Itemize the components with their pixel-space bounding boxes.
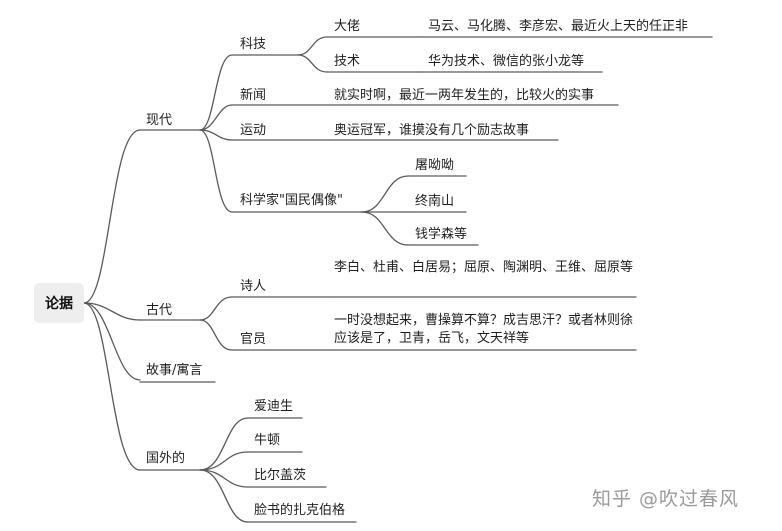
- edge-root-stories: [83, 302, 141, 381]
- edge-root-modern: [83, 129, 141, 304]
- edge-tech-bigshots: [297, 36, 328, 56]
- edge-root-ancient: [83, 302, 141, 321]
- edge-sci-3: [361, 211, 409, 246]
- zhihu-watermark: 知乎 @吹过春风: [592, 488, 740, 510]
- node-news[interactable]: 新闻: [240, 88, 267, 103]
- node-foreign-3[interactable]: 比尔盖茨: [254, 468, 307, 483]
- node-poets-detail[interactable]: 李白、杜甫、白居易；屈原、陶渊明、王维、屈原等: [334, 260, 634, 275]
- branch-modern[interactable]: 现代: [146, 113, 173, 128]
- edge-foreign-3: [199, 469, 249, 488]
- node-foreign-2[interactable]: 牛顿: [254, 433, 281, 448]
- edge-modern-sports: [199, 129, 233, 141]
- node-bigshots[interactable]: 大佬: [334, 19, 361, 34]
- node-foreign-1[interactable]: 爱迪生: [254, 399, 294, 414]
- edge-modern-news: [199, 104, 233, 131]
- edge-modern-scientists: [199, 129, 233, 213]
- edge-ancient-poets: [199, 296, 233, 321]
- node-news-detail[interactable]: 就实时啊，最近一两年发生的，比较火的实事: [334, 88, 595, 103]
- branch-foreign[interactable]: 国外的: [146, 451, 186, 466]
- node-sports[interactable]: 运动: [240, 123, 267, 138]
- node-scientist-3[interactable]: 钱学森等: [415, 227, 468, 242]
- edge-tech-technology: [297, 54, 328, 73]
- branch-ancient[interactable]: 古代: [146, 303, 173, 318]
- node-scientist-2[interactable]: 终南山: [415, 194, 455, 209]
- edge-foreign-4: [199, 469, 249, 523]
- node-technology-detail[interactable]: 华为技术、微信的张小龙等: [428, 54, 585, 69]
- edge-foreign-2: [199, 451, 249, 471]
- edge-ancient-officials: [199, 319, 233, 351]
- node-officials-detail[interactable]: 一时没想起来，曹操算不算？成吉思汗？或者林则徐应该是了，卫青，岳飞，文天祥等: [334, 313, 634, 346]
- branch-stories[interactable]: 故事/寓言: [146, 363, 203, 378]
- root-node[interactable]: 论据: [34, 283, 84, 323]
- node-foreign-4[interactable]: 脸书的扎克伯格: [254, 503, 346, 518]
- node-scientist-1[interactable]: 屠呦呦: [415, 158, 455, 173]
- node-tech[interactable]: 科技: [240, 37, 267, 52]
- node-sports-detail[interactable]: 奥运冠军，谁摸没有几个励志故事: [334, 123, 530, 138]
- edge-modern-tech: [199, 54, 233, 131]
- node-poets[interactable]: 诗人: [240, 279, 267, 294]
- edge-sci-1: [361, 175, 409, 213]
- edge-root-foreign: [83, 302, 141, 471]
- node-officials[interactable]: 官员: [240, 332, 267, 347]
- node-scientists[interactable]: 科学家"国民偶像": [240, 193, 343, 208]
- node-technology[interactable]: 技术: [334, 54, 361, 69]
- edge-foreign-1: [199, 417, 249, 471]
- node-bigshots-detail[interactable]: 马云、马化腾、李彦宏、最近火上天的任正非: [428, 19, 689, 34]
